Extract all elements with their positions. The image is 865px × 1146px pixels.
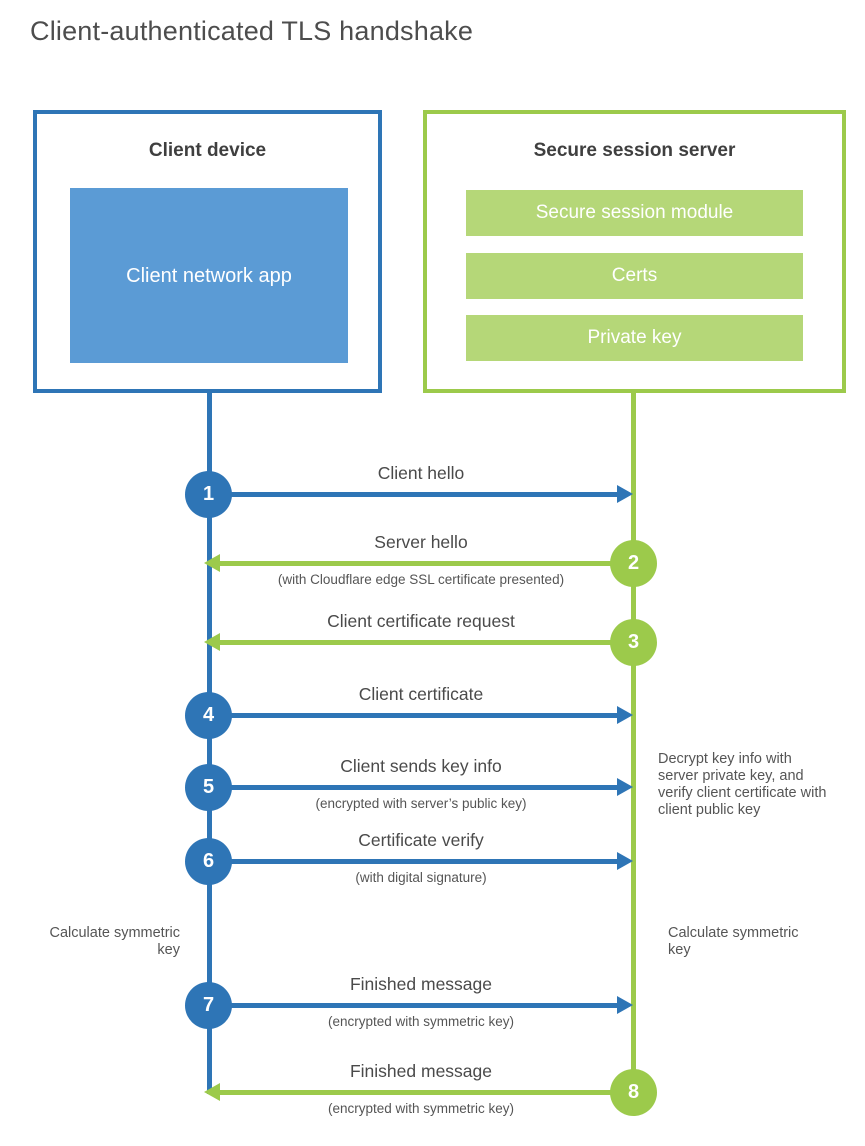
message-note: (encrypted with server’s public key) (315, 796, 527, 811)
message-label: Client hello (377, 463, 465, 483)
client-device-box: Client device Client network app (33, 110, 382, 393)
arrow-line (229, 785, 619, 790)
message-label: Server hello (374, 532, 468, 552)
arrow-right-icon (617, 996, 633, 1014)
step-6-badge: 6 (185, 838, 232, 885)
secure-session-server-box: Secure session server Secure session mod… (423, 110, 846, 393)
client-network-app-box: Client network app (70, 188, 348, 363)
message-label: Client sends key info (340, 756, 502, 776)
server-calculate-symmetric-key-note: Calculate symmetric key (668, 925, 799, 959)
server-module-bar: Private key (466, 315, 803, 361)
arrow-right-icon (617, 778, 633, 796)
server-module-bar: Certs (466, 253, 803, 299)
arrow-left-icon (204, 1083, 220, 1101)
arrow-line (219, 561, 612, 566)
arrow-line (229, 859, 619, 864)
message-label: Certificate verify (358, 830, 484, 850)
message-label: Finished message (349, 1061, 493, 1081)
client-device-title: Client device (148, 140, 267, 161)
step-2-badge: 2 (610, 540, 657, 587)
arrow-line (219, 640, 612, 645)
server-decrypt-note: Decrypt key info with server private key… (658, 751, 827, 818)
message-note: (with digital signature) (355, 870, 487, 885)
message-label: Client certificate request (327, 611, 515, 631)
page-title: Client-authenticated TLS handshake (30, 16, 474, 46)
server-lifeline (631, 392, 636, 1094)
client-lifeline (207, 392, 212, 1094)
step-5-badge: 5 (185, 764, 232, 811)
step-1-badge: 1 (185, 471, 232, 518)
client-calculate-symmetric-key-note: Calculate symmetric key (49, 925, 180, 959)
message-label: Client certificate (358, 684, 484, 704)
step-7-badge: 7 (185, 982, 232, 1029)
arrow-line (229, 1003, 619, 1008)
arrow-right-icon (617, 485, 633, 503)
arrow-line (229, 492, 619, 497)
client-network-app-label: Client network app (126, 264, 292, 287)
message-note: (encrypted with symmetric key) (327, 1101, 515, 1116)
step-4-badge: 4 (185, 692, 232, 739)
step-8-badge: 8 (610, 1069, 657, 1116)
arrow-line (219, 1090, 612, 1095)
message-label: Finished message (349, 974, 493, 994)
arrow-line (229, 713, 619, 718)
server-module-bar: Secure session module (466, 190, 803, 236)
arrow-right-icon (617, 706, 633, 724)
arrow-right-icon (617, 852, 633, 870)
arrow-left-icon (204, 554, 220, 572)
message-note: (with Cloudflare edge SSL certificate pr… (277, 572, 565, 587)
step-3-badge: 3 (610, 619, 657, 666)
arrow-left-icon (204, 633, 220, 651)
message-note: (encrypted with symmetric key) (327, 1014, 515, 1029)
secure-session-server-title: Secure session server (533, 140, 736, 161)
